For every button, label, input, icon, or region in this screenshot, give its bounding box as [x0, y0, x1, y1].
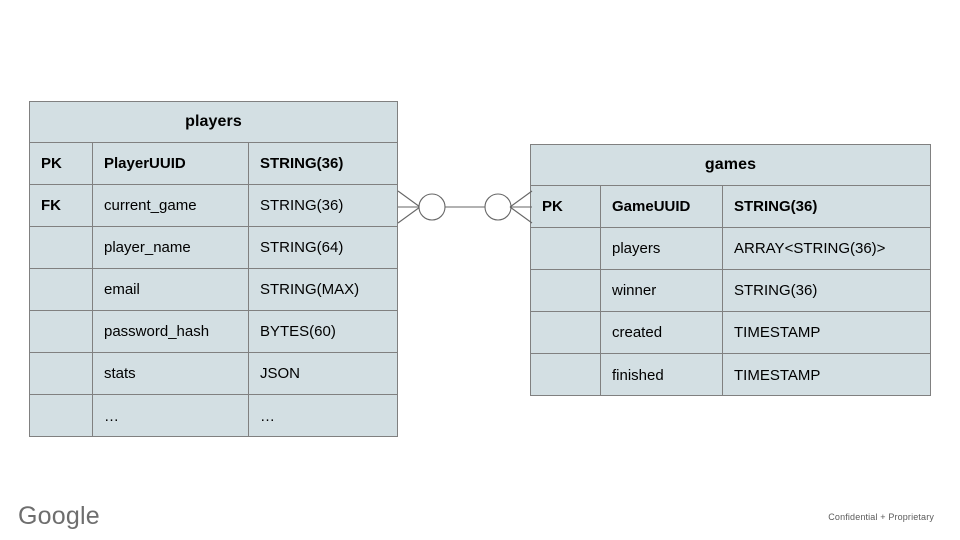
- table-row[interactable]: winner STRING(36): [531, 270, 930, 312]
- table-row[interactable]: FK current_game STRING(36): [30, 185, 397, 227]
- row-field-name: current_game: [93, 185, 249, 226]
- entity-table-players[interactable]: players PK PlayerUUID STRING(36) FK curr…: [29, 101, 398, 437]
- row-key-badge: PK: [30, 143, 93, 184]
- entity-title-games: games: [704, 156, 757, 173]
- row-key-badge: [531, 270, 601, 311]
- entity-table-games[interactable]: games PK GameUUID STRING(36) players ARR…: [530, 144, 931, 396]
- row-key-badge: [531, 228, 601, 269]
- table-row[interactable]: email STRING(MAX): [30, 269, 397, 311]
- row-field-type: …: [260, 407, 275, 425]
- row-field-name: player_name: [93, 227, 249, 268]
- entity-title-players: players: [185, 113, 242, 130]
- row-field-name: email: [93, 269, 249, 310]
- row-field-type: TIMESTAMP: [734, 366, 821, 384]
- row-key-badge: PK: [531, 186, 601, 227]
- row-key-badge: [30, 353, 93, 394]
- table-row[interactable]: stats JSON: [30, 353, 397, 395]
- entity-title-row: games: [531, 145, 930, 186]
- row-key-badge: [30, 311, 93, 352]
- row-key-badge: [531, 354, 601, 396]
- row-field-type: STRING(36): [734, 198, 818, 215]
- row-field-type: ARRAY<STRING(36)>: [734, 240, 886, 257]
- entity-title-row: players: [30, 102, 397, 143]
- row-field-type: STRING(36): [260, 155, 344, 172]
- row-field-name: created: [601, 312, 723, 353]
- row-field-name: finished: [601, 354, 723, 396]
- table-row[interactable]: finished TIMESTAMP: [531, 354, 930, 396]
- table-row[interactable]: password_hash BYTES(60): [30, 311, 397, 353]
- row-field-type: STRING(36): [734, 282, 818, 299]
- row-field-type: STRING(MAX): [260, 281, 360, 298]
- row-field-type: BYTES(60): [260, 323, 336, 340]
- row-key-badge: [30, 269, 93, 310]
- row-key-badge: [30, 227, 93, 268]
- relationship-connector-players-games[interactable]: [390, 181, 540, 233]
- row-field-name: PlayerUUID: [93, 143, 249, 184]
- google-logo: Google: [18, 502, 100, 530]
- table-row[interactable]: … …: [30, 395, 397, 437]
- row-field-type: JSON: [260, 365, 301, 382]
- table-row[interactable]: PK GameUUID STRING(36): [531, 186, 930, 228]
- table-row[interactable]: created TIMESTAMP: [531, 312, 930, 354]
- row-key-badge: FK: [30, 185, 93, 226]
- confidentiality-note: Confidential + Proprietary: [828, 512, 934, 522]
- row-field-type: TIMESTAMP: [734, 324, 821, 341]
- row-key-badge: [30, 395, 93, 437]
- row-field-name: stats: [93, 353, 249, 394]
- row-field-name: winner: [601, 270, 723, 311]
- row-field-name: password_hash: [93, 311, 249, 352]
- row-field-name: GameUUID: [601, 186, 723, 227]
- row-field-type: STRING(36): [260, 197, 344, 214]
- table-row[interactable]: players ARRAY<STRING(36)>: [531, 228, 930, 270]
- table-row[interactable]: PK PlayerUUID STRING(36): [30, 143, 397, 185]
- row-field-name: players: [601, 228, 723, 269]
- table-row[interactable]: player_name STRING(64): [30, 227, 397, 269]
- row-field-name: …: [93, 395, 249, 437]
- row-key-badge: [531, 312, 601, 353]
- row-field-type: STRING(64): [260, 239, 344, 256]
